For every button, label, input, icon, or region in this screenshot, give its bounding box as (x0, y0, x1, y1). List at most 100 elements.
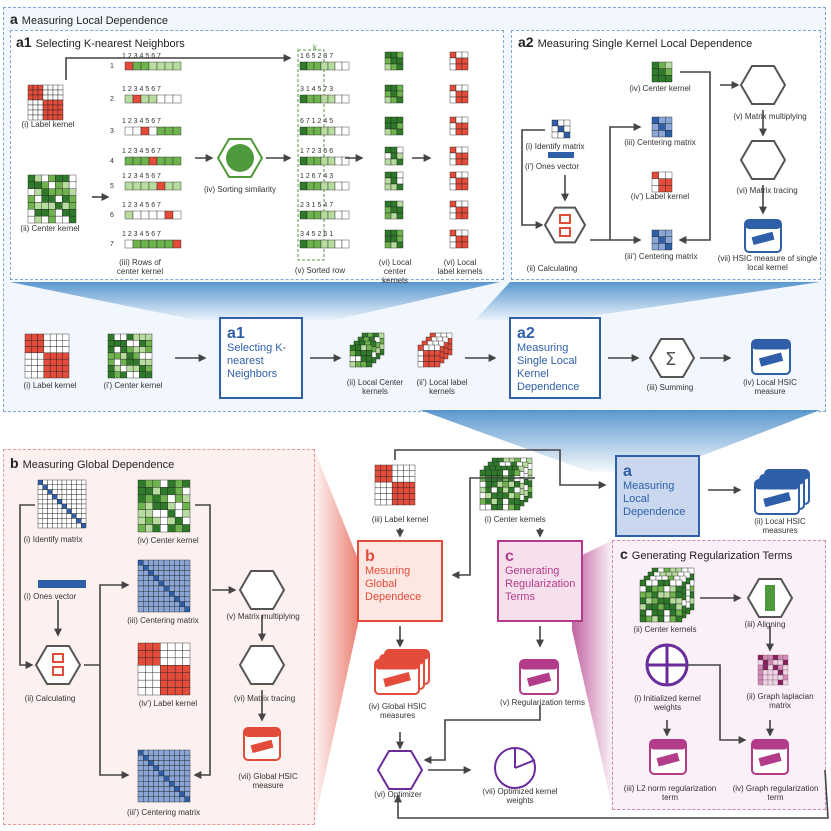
a1-local-label-2 (449, 84, 469, 104)
c-arrow-graph (688, 664, 747, 744)
b-label-kernel-label: (iv') Label kernel (138, 699, 198, 708)
b-ones-vector (38, 580, 86, 588)
mid-global-hsic-stack-layer (374, 659, 420, 695)
a1-sorted-row-text-1: 1 6 5 2 3 7 (300, 53, 334, 60)
a2-tracing-label: (vi) Matrix tracing (736, 186, 798, 195)
a2-mult-label: (v) Matrix multiplying (733, 112, 807, 121)
a1-sorted-row-text-2: 3 1 4 5 7 3 (300, 86, 334, 93)
c-l2-label: (iii) L2 norm regularization term (623, 784, 717, 802)
summary-label-kernel: (i) Label kernel (23, 381, 77, 390)
b-centering-matrix-2 (137, 749, 191, 803)
b-right-bracket (193, 504, 211, 779)
a1-sorted-row-text-4: 1 7 2 3 5 6 (300, 148, 334, 155)
a2-right-bracket (678, 71, 711, 244)
a2-center-kernel (651, 61, 673, 83)
c-center-kernels-stack (639, 567, 695, 623)
a1-local-label-3 (449, 116, 469, 136)
a1-row-index-5: 1 2 3 4 5 6 7 (122, 173, 161, 180)
a1-center-kernel-matrix (27, 174, 77, 224)
a1-row-number-1: 1 (110, 63, 114, 70)
a1-local-center-7 (384, 229, 404, 249)
mid-global-hsic-stack (374, 649, 430, 695)
a2-centering2-label: (iii') Centering matrix (624, 252, 698, 261)
a1-row-index-7: 1 2 3 4 5 6 7 (122, 231, 161, 238)
a1-row-index-2: 1 2 3 4 5 6 7 (122, 86, 161, 93)
a2-label-kernel (651, 171, 673, 193)
reg-terms-icon (519, 659, 559, 695)
a2-calculating-label: (ii) Calculating (526, 264, 578, 273)
summary-center-kernel: (i') Center kernel (103, 381, 163, 390)
summary-label-kernel-matrix (24, 333, 70, 379)
mid-global-hsic: (iv) Global HSIC measures (368, 702, 427, 720)
mid-reg-terms: (v) Regularization terms (500, 698, 585, 707)
a2-center-kernel-label: (iv) Center kernel (629, 84, 691, 93)
a1-row-number-3: 3 (110, 128, 114, 135)
a1-row-index-4: 1 2 3 4 5 6 7 (122, 148, 161, 155)
a1-sorting-inner (226, 144, 254, 172)
a1-sorted-row-text-6: 2 3 1 5 4 7 (300, 202, 334, 209)
c-center-kernels-stack-layer (639, 579, 683, 623)
a2-centering-matrix-2 (651, 229, 673, 251)
a1-local-label-6 (449, 200, 469, 220)
a1-label-kernel-matrix (27, 84, 64, 121)
a1-row-5 (124, 181, 182, 191)
b-identify-label: (i) Identify matrix (23, 535, 83, 544)
b-tracing-label: (vi) Matrix tracing (233, 694, 296, 703)
b-center-kernel-label: (iv) Center kernel (137, 536, 199, 545)
c-laplacian-matrix (757, 654, 789, 686)
mid-label-kernel: (iii) Label kernel (371, 515, 429, 524)
k-window (297, 49, 325, 261)
a2-ones-vector (548, 152, 574, 158)
a1-sorted-row-7 (299, 239, 350, 249)
mid-local-hsic-stack-layer (754, 479, 800, 515)
b-label-kernel (137, 642, 191, 696)
c-aligning-label: (iii) Aligning (744, 620, 786, 629)
summary-local-label-stack (417, 332, 453, 368)
b-mult-icon (238, 569, 286, 611)
optimizer-icon (376, 749, 424, 791)
a1-sorted-row-1 (299, 61, 350, 71)
a1-sorted-row-text-3: 6 7 1 2 4 5 (300, 118, 334, 125)
c-graph-reg-icon (751, 739, 789, 775)
a1-sorted-row-4 (299, 156, 350, 166)
a1-row-number-7: 7 (110, 241, 114, 248)
c-center-kernels-label: (ii) Center kernels (633, 625, 697, 634)
b-centering-label: (iii) Centering matrix (127, 616, 199, 625)
a1-row-3 (124, 126, 182, 136)
b-tracing-icon (238, 644, 286, 686)
mid-arrow-reg-to-opt (423, 705, 541, 764)
a2-hsic-icon (744, 219, 782, 253)
mid-center-kernels-stack (479, 457, 533, 511)
a1-local-center-2 (384, 84, 404, 104)
c-init-weights-label: (i) Initialized kernel weights (634, 694, 701, 712)
a1-row-index-3: 1 2 3 4 5 6 7 (122, 118, 161, 125)
a1-row-2 (124, 94, 182, 104)
a2-calculating-icon (543, 206, 587, 244)
a1-row-number-4: 4 (110, 158, 114, 165)
a1-local-label-5 (449, 171, 469, 191)
mid-local-hsic-stack (754, 469, 810, 515)
b-arrow-c2 (99, 665, 130, 779)
a2-hsic-label: (vii) HSIC measure of single local kerne… (717, 254, 818, 272)
a1-row-index-6: 1 2 3 4 5 6 7 (122, 202, 161, 209)
a2-ones-label: (i') Ones vector (525, 162, 579, 171)
a1-row-number-5: 5 (110, 183, 114, 190)
c-laplacian-label: (ii) Graph laplacian matrix (746, 692, 814, 710)
mid-arrow-to-b (451, 477, 535, 579)
b-calculating-label: (ii) Calculating (24, 694, 76, 703)
mid-label-kernel-matrix (374, 464, 416, 506)
summary-summing: (iii) Summing (646, 383, 694, 392)
b-ones-label: (i) Ones vector (23, 592, 77, 601)
a1-row-6 (124, 210, 182, 220)
a1-sorted-row-3 (299, 126, 350, 136)
